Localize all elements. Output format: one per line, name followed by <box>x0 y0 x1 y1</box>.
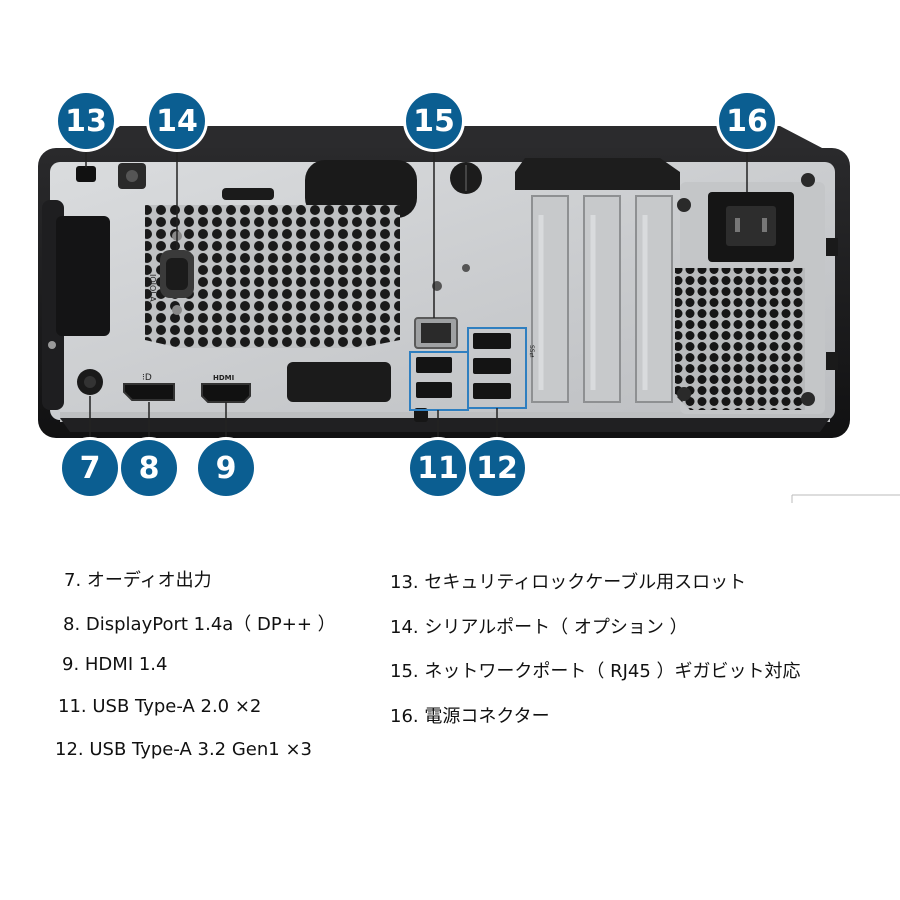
legend-item-16: 16. 電源コネクター <box>390 706 550 727</box>
slot-3 <box>635 195 673 403</box>
legend-item-12: 12. USB Type-A 3.2 Gen1 ×3 <box>55 739 312 760</box>
displayport <box>123 383 175 401</box>
callout-8: 8 <box>121 440 177 496</box>
usb3-port-2 <box>473 358 511 374</box>
leader-lines <box>85 148 748 442</box>
hex-vent-left <box>145 205 400 348</box>
legend-item-7: 7. オーディオ出力 <box>64 570 212 591</box>
hdmi-port <box>201 383 251 403</box>
callout-7: 7 <box>62 440 118 496</box>
legend-item-9: 9. HDMI 1.4 <box>62 654 168 675</box>
usb2-port-1 <box>416 357 452 373</box>
hdmi-label: HDMI <box>213 374 234 382</box>
module-cover <box>287 362 391 402</box>
legend-item-8: 8. DisplayPort 1.4a（ DP++ ） <box>63 614 336 635</box>
callout-9: 9 <box>198 440 254 496</box>
expansion-bracket <box>515 158 680 190</box>
handle <box>305 160 417 218</box>
callout-12: 12 <box>469 440 525 496</box>
pc-rear-illustration: IOIOI A HDMI ⁝D SS⇄ 13 14 15 16 7 8 9 11… <box>38 93 900 503</box>
top-slot <box>222 188 274 200</box>
lock-slot <box>76 166 96 182</box>
usb3-port-3 <box>473 383 511 399</box>
ss-label: SS⇄ <box>528 345 535 358</box>
legend-item-11: 11. USB Type-A 2.0 ×2 <box>58 696 262 717</box>
slot-2 <box>583 195 621 403</box>
bottom-lip <box>60 412 830 422</box>
callout-13: 13 <box>58 93 114 149</box>
pc-rear-panel: IOIOI A HDMI ⁝D SS⇄ <box>38 126 900 503</box>
side-latch <box>56 216 110 336</box>
dp-label: ⁝D <box>142 373 152 383</box>
callout-15: 15 <box>406 93 462 149</box>
usb3-port-1 <box>473 333 511 349</box>
legend-item-14: 14. シリアルポート（ オプション ） <box>390 617 688 638</box>
callout-16: 16 <box>719 93 775 149</box>
legend-item-15: 15. ネットワークポート（ RJ45 ）ギガビット対応 <box>390 661 801 682</box>
callout-11: 11 <box>410 440 466 496</box>
usb2-port-2 <box>416 382 452 398</box>
slot-1 <box>531 195 569 403</box>
legend-item-13: 13. セキュリティロックケーブル用スロット <box>390 572 747 593</box>
serial-label: IOIOI A <box>148 274 157 302</box>
callout-14: 14 <box>149 93 205 149</box>
psu-vent <box>675 268 805 410</box>
